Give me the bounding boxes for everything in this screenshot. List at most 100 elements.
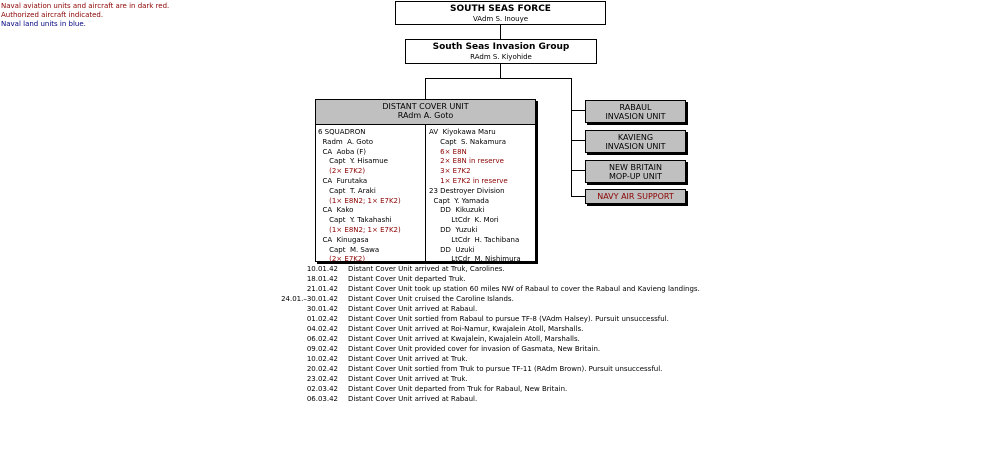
chronology-date: 04.02.42 <box>306 325 338 333</box>
kavieng-invasion-unit-line1: KAVIENG <box>617 133 654 142</box>
chronology-date: 09.02.42 <box>306 345 338 353</box>
kiyokawa-maru-line: DD Kikuzuki <box>429 206 485 215</box>
kiyokawa-maru-line: 23 Destroyer Division <box>429 186 505 195</box>
chronology-row: 01.02.42 Distant Cover Unit sortied from … <box>275 314 700 324</box>
six-squadron-line: (1× E8N2; 1× E7K2) <box>318 196 401 205</box>
chronology-row: 21.01.42 Distant Cover Unit took up stati… <box>275 284 700 294</box>
chronology-event: Distant Cover Unit arrived at Rabaul. <box>348 305 478 313</box>
kiyokawa-maru-line: 3× E7K2 <box>429 167 471 176</box>
legend-land: Naval land units in blue. <box>1 20 86 28</box>
chronology-event: Distant Cover Unit sortied from Truk to … <box>348 365 663 373</box>
chronology-row: 10.02.42 Distant Cover Unit arrived at Tr… <box>275 354 700 364</box>
chronology-event: Distant Cover Unit arrived at Kwajalein,… <box>348 335 580 343</box>
chronology-date: 10.02.42 <box>306 355 338 363</box>
chronology-row: 23.02.42 Distant Cover Unit arrived at Tr… <box>275 374 700 384</box>
chronology-row: 04.02.42 Distant Cover Unit arrived at Ro… <box>275 324 700 334</box>
new-britain-mop-up-unit-box: NEW BRITAIN MOP-UP UNIT <box>585 160 686 183</box>
chronology-row: 06.03.42 Distant Cover Unit arrived at Ra… <box>275 394 700 404</box>
distant-cover-unit-box: DISTANT COVER UNIT RAdm A. Goto 6 SQUADR… <box>315 99 536 265</box>
kavieng-invasion-unit-box: KAVIENG INVASION UNIT <box>585 130 686 153</box>
navy-air-support-label: NAVY AIR SUPPORT <box>597 192 674 201</box>
rabaul-invasion-unit-line2: INVASION UNIT <box>605 112 666 121</box>
kiyokawa-maru-line: 2× E8N in reserve <box>429 157 504 166</box>
connector-side-1 <box>571 110 585 111</box>
kiyokawa-maru-line: DD Yuzuki <box>429 225 478 234</box>
invasion-group-box: South Seas Invasion Group RAdm S. Kiyohi… <box>405 39 597 64</box>
chronology-date: 02.03.42 <box>306 385 338 393</box>
connector-side-spine <box>571 78 572 196</box>
chronology-event: Distant Cover Unit arrived at Roi-Namur,… <box>348 325 584 333</box>
six-squadron-line: (2× E7K2) <box>318 255 366 264</box>
six-squadron-line: CA Furutaka <box>318 176 368 185</box>
chronology-event: Distant Cover Unit arrived at Rabaul. <box>348 395 478 403</box>
connector-top-group <box>500 25 501 39</box>
chronology-row: 18.01.42 Distant Cover Unit departed Truk… <box>275 274 700 284</box>
chronology-date: 01.02.42 <box>306 315 338 323</box>
six-squadron-line: CA Kinugasa <box>318 235 369 244</box>
six-squadron-line: 6 SQUADRON <box>318 128 366 136</box>
distant-cover-unit-title: DISTANT COVER UNIT <box>382 102 469 111</box>
connector-side-2 <box>571 140 585 141</box>
six-squadron-line: CA Kako <box>318 206 354 215</box>
kiyokawa-maru-line: Capt Y. Yamada <box>429 196 490 205</box>
six-squadron-line: Capt Y. Hisamue <box>318 157 388 166</box>
new-britain-mop-up-unit-line1: NEW BRITAIN <box>609 163 662 172</box>
chronology-event: Distant Cover Unit departed from Truk fo… <box>348 385 568 393</box>
six-squadron-line: Radm A. Goto <box>318 137 374 146</box>
kiyokawa-maru-line: LtCdr K. Mori <box>429 216 499 225</box>
kiyokawa-maru-line: DD Uzuki <box>429 245 475 254</box>
navy-air-support-box: NAVY AIR SUPPORT <box>585 189 686 204</box>
south-seas-force-box: SOUTH SEAS FORCE VAdm S. Inouye <box>395 1 606 25</box>
six-squadron-line: Capt M. Sawa <box>318 245 380 254</box>
chronology-row: 30.01.42 Distant Cover Unit arrived at Ra… <box>275 304 700 314</box>
distant-cover-unit-commander: RAdm A. Goto <box>397 111 454 120</box>
rabaul-invasion-unit-line1: RABAUL <box>619 103 652 112</box>
kiyokawa-maru-line: AV Kiyokawa Maru <box>429 128 496 136</box>
six-squadron-line: Capt T. Araki <box>318 186 376 195</box>
legend-aviation: Naval aviation units and aircraft are in… <box>1 2 170 10</box>
south-seas-force-commander: VAdm S. Inouye <box>472 15 529 23</box>
chronology-row: 20.02.42 Distant Cover Unit sortied from … <box>275 364 700 374</box>
chronology-date: 23.02.42 <box>306 375 338 383</box>
rabaul-invasion-unit-box: RABAUL INVASION UNIT <box>585 100 686 123</box>
connector-cover-drop <box>425 78 426 99</box>
chronology-date: 10.01.42 <box>306 265 338 273</box>
chronology-event: Distant Cover Unit arrived at Truk, Caro… <box>348 265 505 273</box>
chronology-event: Distant Cover Unit arrived at Truk. <box>348 375 468 383</box>
kiyokawa-maru-list: AV Kiyokawa Maru Capt S. Nakamura 6× E8N… <box>429 128 521 265</box>
six-squadron-list: 6 SQUADRON Radm A. Goto CA Aoba (F) Capt… <box>318 128 401 265</box>
chronology-event: Distant Cover Unit arrived at Truk. <box>348 355 468 363</box>
south-seas-force-title: SOUTH SEAS FORCE <box>450 4 551 14</box>
chronology-date: 20.02.42 <box>306 365 338 373</box>
chronology-row: 10.01.42 Distant Cover Unit arrived at Tr… <box>275 264 700 274</box>
chronology-row: 09.02.42 Distant Cover Unit provided cove… <box>275 344 700 354</box>
connector-side-3 <box>571 170 585 171</box>
chronology-date: 18.01.42 <box>306 275 338 283</box>
cover-unit-divider <box>425 125 426 262</box>
chronology-event: Distant Cover Unit sortied from Rabaul t… <box>348 315 669 323</box>
chronology-date: 06.03.42 <box>306 395 338 403</box>
kiyokawa-maru-line: LtCdr H. Tachibana <box>429 235 520 244</box>
connector-group-down <box>500 64 501 78</box>
kiyokawa-maru-line: 6× E8N <box>429 147 467 156</box>
invasion-group-title: South Seas Invasion Group <box>432 42 570 52</box>
chronology-date: 21.01.42 <box>306 285 338 293</box>
kavieng-invasion-unit-line2: INVASION UNIT <box>605 142 666 151</box>
six-squadron-line: (1× E8N2; 1× E7K2) <box>318 225 401 234</box>
chronology-event: Distant Cover Unit departed Truk. <box>348 275 466 283</box>
chronology-date: 30.01.42 <box>306 305 338 313</box>
connector-horizontal <box>425 78 572 79</box>
new-britain-mop-up-unit-line2: MOP-UP UNIT <box>608 172 663 181</box>
kiyokawa-maru-line: 1× E7K2 in reserve <box>429 176 508 185</box>
chronology-row: 02.03.42 Distant Cover Unit departed from… <box>275 384 700 394</box>
chronology-event: Distant Cover Unit took up station 60 mi… <box>348 285 700 293</box>
chronology-event: Distant Cover Unit provided cover for in… <box>348 345 601 353</box>
distant-cover-unit-header: DISTANT COVER UNIT RAdm A. Goto <box>316 100 535 125</box>
chronology-date: 24.01.–30.01.42 <box>281 295 338 303</box>
legend-authorized: Authorized aircraft indicated. <box>1 11 104 19</box>
kiyokawa-maru-line: Capt S. Nakamura <box>429 137 507 146</box>
six-squadron-line: CA Aoba (F) <box>318 147 366 156</box>
six-squadron-line: (2× E7K2) <box>318 167 366 176</box>
